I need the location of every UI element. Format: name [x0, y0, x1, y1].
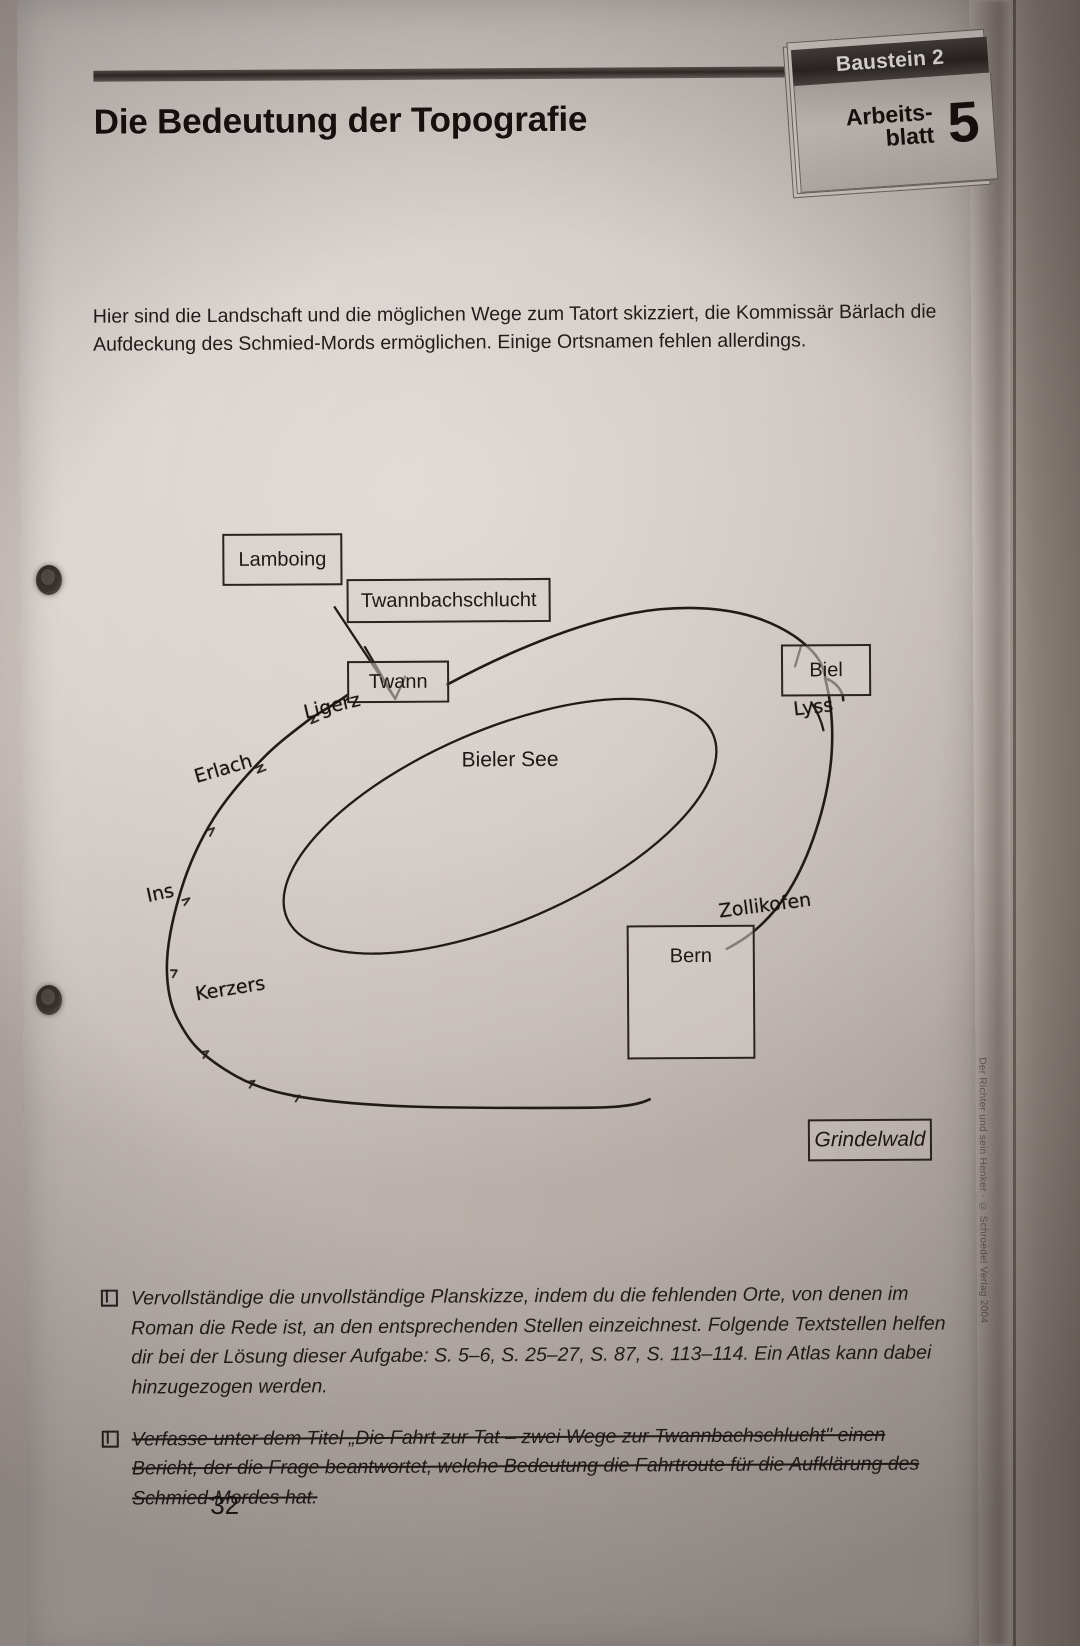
tab-sheet-number: 5 — [945, 89, 982, 156]
page-number: 32 — [210, 1489, 240, 1521]
copyright-notice: Der Richter und sein Henker · © Schroede… — [976, 1057, 990, 1324]
place-box-lamboing-label: Lamboing — [238, 547, 327, 571]
book-gutter-shadow — [970, 0, 1012, 1646]
task-1-text: Vervollständige die unvollständige Plans… — [130, 1282, 946, 1399]
place-box-grindelwald[interactable]: Grindelwald — [807, 1118, 933, 1162]
punch-hole-bottom — [36, 985, 62, 1015]
place-box-lamboing[interactable]: Lamboing — [222, 533, 343, 586]
checkbox-icon-task-2[interactable] — [101, 1430, 119, 1448]
place-box-biel[interactable]: Biel — [780, 643, 872, 697]
place-box-bern-label: Bern — [669, 944, 713, 968]
connector-lyss — [810, 701, 825, 732]
place-box-twann[interactable]: Twann — [347, 660, 450, 704]
punch-hole-top — [36, 565, 62, 595]
place-box-twannbachschlucht[interactable]: Twannbachschlucht — [346, 577, 551, 624]
task-2-text: Verfasse unter dem Titel „Die Fahrt zur … — [131, 1423, 920, 1510]
place-box-grindelwald-label: Grindelwald — [814, 1127, 926, 1152]
page-title: Die Bedeutung der Topografie — [93, 99, 588, 142]
task-item-1: Vervollständige die unvollständige Plans… — [100, 1280, 950, 1404]
lake-label-bieler-see: Bieler See — [461, 747, 559, 772]
tab-sheet-label: Arbeits- blatt — [832, 99, 935, 155]
western-shore-path — [165, 693, 651, 1110]
page-edge-line — [1013, 0, 1016, 1646]
checkbox-icon-task-1[interactable] — [100, 1289, 118, 1307]
tab-body: Arbeits- blatt 5 — [793, 72, 999, 193]
intro-paragraph: Hier sind die Landschaft und die möglich… — [92, 300, 937, 356]
place-box-bern[interactable]: Bern — [626, 924, 756, 1060]
place-box-biel-label: Biel — [809, 658, 843, 681]
handwritten-label-lyss: Lyss — [792, 694, 835, 721]
tab-band-label: Baustein 2 — [835, 45, 945, 77]
worksheet-tab: Arbeits- blatt 5 Baustein 2 — [776, 28, 999, 203]
header-rule — [93, 66, 794, 82]
map-sketch: Lamboing Twannbachschlucht Twann Biel Be… — [94, 495, 958, 1180]
bieler-see-outline — [282, 697, 718, 955]
page-edge — [1010, 0, 1080, 1646]
place-box-twannbachschlucht-label: Twannbachschlucht — [360, 588, 537, 612]
western-shore-jitter — [169, 714, 320, 1103]
place-box-twann-label: Twann — [368, 670, 428, 693]
